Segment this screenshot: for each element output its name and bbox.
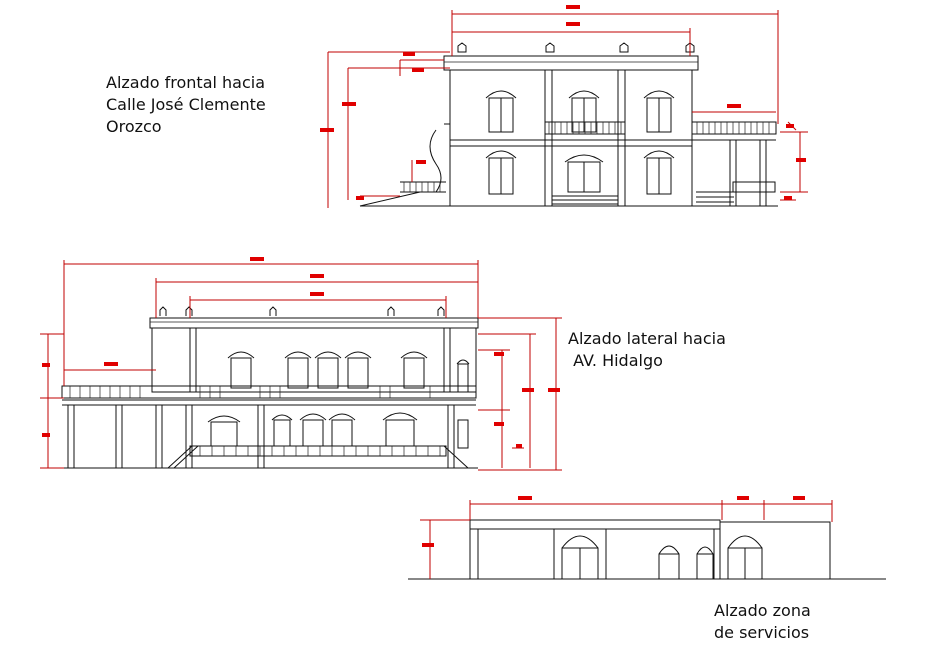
lateral-elevation [40,257,562,471]
service-elevation-title: Alzado zona de servicios [714,600,811,644]
lateral-title-line-2: AV. Hidalgo [568,351,663,370]
service-title-line-1: Alzado zona [714,601,811,620]
front-elevation [320,5,808,208]
front-elevation-title: Alzado frontal hacia Calle José Clemente… [106,72,266,138]
service-title-line-2: de servicios [714,623,810,642]
lateral-elevation-title: Alzado lateral hacia AV. Hidalgo [568,328,726,372]
front-title-line-1: Alzado frontal hacia [106,73,266,92]
lateral-title-line-1: Alzado lateral hacia [568,329,726,348]
front-title-line-2: Calle José Clemente [106,95,266,114]
service-zone-elevation [408,496,886,580]
front-title-line-3: Orozco [106,117,162,136]
